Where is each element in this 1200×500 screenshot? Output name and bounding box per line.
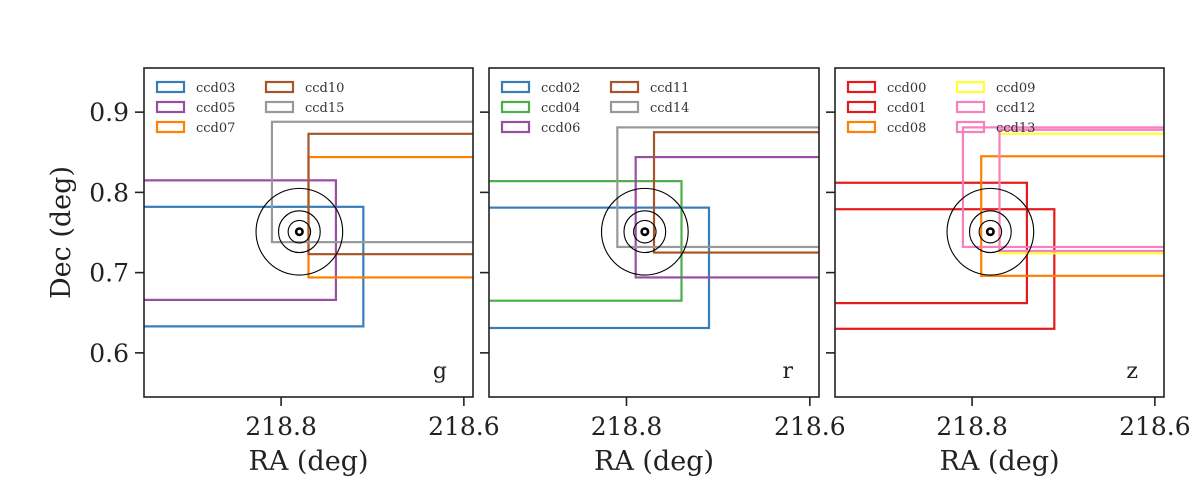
target-circle-1	[985, 227, 995, 237]
legend-swatch-ccd05	[155, 100, 186, 114]
band-label: r	[782, 359, 793, 384]
legend-label-ccd09: ccd09	[996, 81, 1035, 96]
y-axis-label: Dec (deg)	[46, 166, 77, 299]
footprint-ccd06	[634, 155, 819, 279]
band-label: z	[1126, 359, 1138, 384]
legend-label-ccd02: ccd02	[541, 81, 580, 96]
target-circle-3	[277, 210, 321, 254]
legend-swatch-ccd15	[264, 100, 295, 114]
legend-swatch-ccd01	[846, 100, 877, 114]
target-circle-3	[968, 210, 1012, 254]
legend: ccd00 ccd01 ccd08 ccd09 ccd12 ccd13	[846, 80, 1035, 136]
legend-swatch-ccd13	[955, 120, 986, 134]
y-tick-label: 0.8	[89, 178, 129, 207]
target-circle-1	[640, 227, 650, 237]
target-circle-1	[294, 227, 304, 237]
legend-swatch-ccd07	[155, 120, 186, 134]
footprint-ccd11	[652, 131, 819, 254]
panel-g: 0.6 0.7 0.8 0.9 218.8 218.6 RA (deg) Dec (deg) g…	[46, 67, 500, 477]
footprint-ccd05	[144, 179, 338, 302]
legend-swatch-ccd03	[155, 80, 186, 94]
plot-area	[144, 120, 473, 328]
legend-label-ccd14: ccd14	[650, 101, 689, 116]
target-circle-3	[623, 210, 667, 254]
legend-swatch-ccd04	[500, 100, 531, 114]
legend-swatch-ccd10	[264, 80, 295, 94]
legend-swatch-ccd08	[846, 120, 877, 134]
band-label: g	[433, 359, 447, 384]
x-axis-label: RA (deg)	[594, 446, 714, 477]
legend-swatch-ccd00	[846, 80, 877, 94]
y-tick-label: 0.6	[89, 339, 129, 368]
footprint-ccd01	[835, 208, 1056, 330]
axes-frame	[488, 67, 820, 398]
legend-label-ccd03: ccd03	[196, 81, 235, 96]
footprint-ccd14	[616, 126, 819, 249]
footprint-ccd04	[489, 180, 683, 302]
target-circle-4	[600, 187, 689, 276]
legend-label-ccd12: ccd12	[996, 101, 1035, 116]
x-tick-label: 218.6	[428, 412, 500, 441]
footprint-ccd03	[144, 205, 365, 328]
legend-swatch-ccd12	[955, 100, 986, 114]
legend-label-ccd08: ccd08	[887, 121, 926, 136]
x-axis-label: RA (deg)	[939, 446, 1059, 477]
target-circle-4	[946, 187, 1035, 276]
footprint-ccd02	[489, 206, 711, 330]
axes-frame	[143, 67, 474, 398]
x-tick-label: 218.6	[1119, 412, 1191, 441]
legend-label-ccd10: ccd10	[305, 81, 344, 96]
footprint-ccd08	[980, 155, 1164, 277]
target-circle-2	[633, 219, 657, 244]
footprint-ccd12	[961, 126, 1164, 249]
legend: ccd03 ccd05 ccd07 ccd10 ccd15	[155, 80, 344, 136]
plot-area	[835, 126, 1164, 330]
legend-label-ccd13: ccd13	[996, 121, 1035, 136]
legend-swatch-ccd06	[500, 120, 531, 134]
x-tick-label: 218.8	[245, 412, 317, 441]
legend-label-ccd04: ccd04	[541, 101, 580, 116]
target-circle-2	[978, 219, 1003, 244]
axes-frame	[834, 67, 1165, 398]
footprint-ccd15	[270, 120, 473, 244]
legend-swatch-ccd09	[955, 80, 986, 94]
y-tick-label: 0.9	[89, 98, 129, 127]
legend-label-ccd05: ccd05	[196, 101, 235, 116]
legend-label-ccd15: ccd15	[305, 101, 344, 116]
y-tick-label: 0.7	[89, 259, 129, 288]
legend-swatch-ccd14	[609, 100, 640, 114]
legend-label-ccd11: ccd11	[650, 81, 689, 96]
footprint-ccd13	[998, 128, 1164, 253]
x-tick-label: 218.8	[936, 412, 1008, 441]
footprint-ccd10	[307, 132, 473, 256]
x-tick-label: 218.6	[774, 412, 846, 441]
x-tick-label: 218.8	[591, 412, 663, 441]
target-circle-4	[255, 187, 344, 276]
x-axis-label: RA (deg)	[248, 446, 368, 477]
legend-label-ccd06: ccd06	[541, 121, 580, 136]
target-circle-2	[287, 219, 312, 244]
legend-label-ccd00: ccd00	[887, 81, 926, 96]
legend-swatch-ccd02	[500, 80, 531, 94]
footprint-ccd00	[835, 181, 1029, 305]
legend-label-ccd01: ccd01	[887, 101, 926, 116]
legend: ccd02 ccd04 ccd06 ccd11 ccd14	[500, 80, 689, 136]
legend-label-ccd07: ccd07	[196, 121, 235, 136]
legend-swatch-ccd11	[609, 80, 640, 94]
plot-area	[489, 126, 819, 330]
